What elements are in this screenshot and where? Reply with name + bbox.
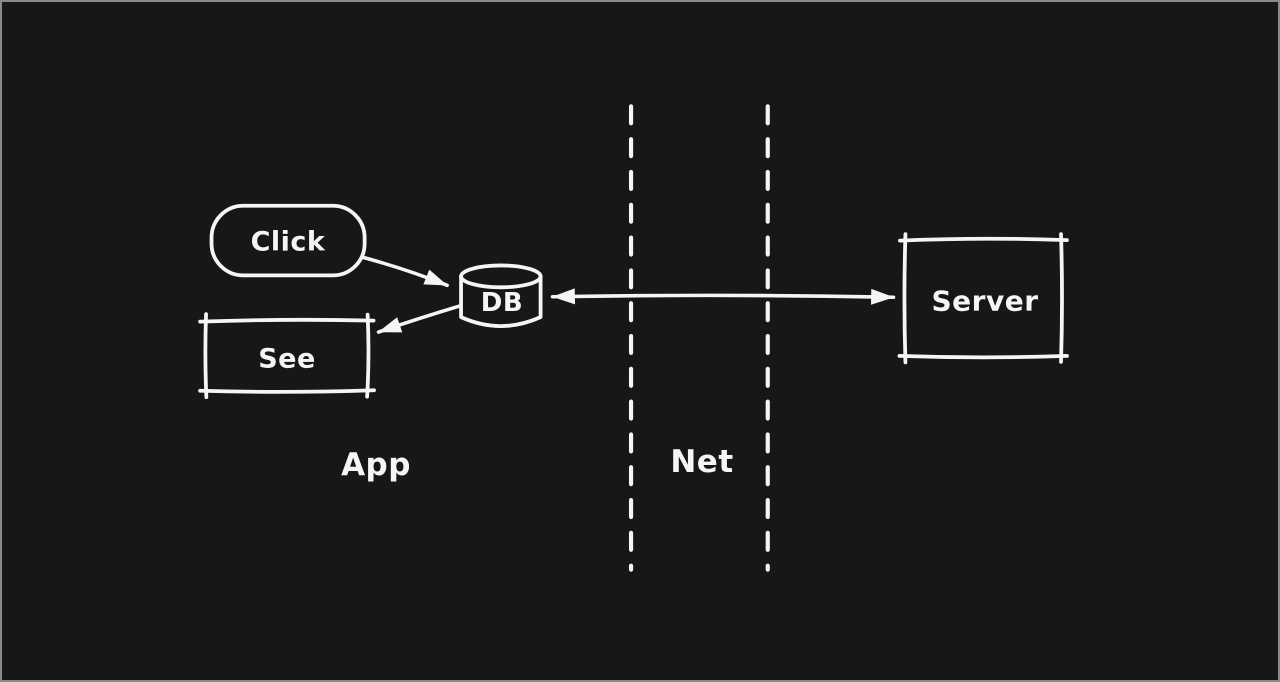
arrow-click-to-db[interactable] xyxy=(361,255,449,288)
db-node-label[interactable]: DB xyxy=(480,288,524,318)
click-node-label[interactable]: Click xyxy=(250,226,326,258)
see-node-label[interactable]: See xyxy=(258,343,316,375)
server-node-label[interactable]: Server xyxy=(931,284,1039,318)
server-node-shape[interactable] xyxy=(897,232,1069,365)
arrow-db-to-server[interactable] xyxy=(550,288,896,305)
see-node-shape[interactable] xyxy=(198,312,376,400)
db-cylinder-shape[interactable] xyxy=(459,263,543,328)
click-node-shape[interactable] xyxy=(209,203,367,278)
arrow-db-to-see[interactable] xyxy=(376,304,461,334)
app-zone-label[interactable]: App xyxy=(341,447,411,483)
net-zone-label[interactable]: Net xyxy=(670,444,734,480)
